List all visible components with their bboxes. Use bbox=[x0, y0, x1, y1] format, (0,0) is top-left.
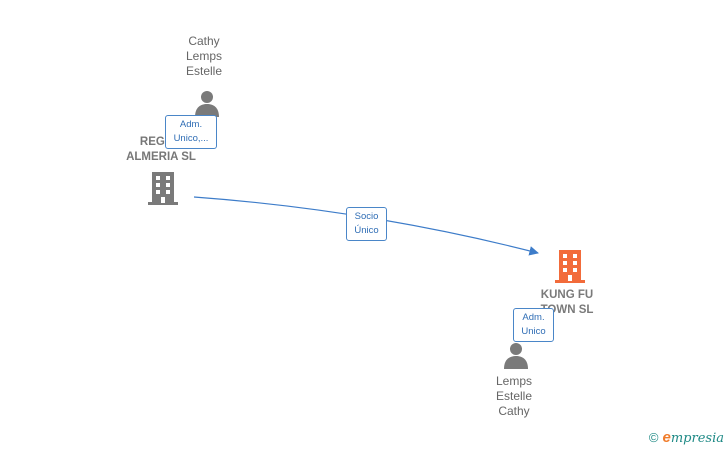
person-label-top: Cathy Lemps Estelle bbox=[185, 34, 223, 78]
person-icon[interactable] bbox=[193, 89, 221, 117]
edge-label-top-admin[interactable]: Adm. Unico,... bbox=[165, 115, 217, 149]
logo-initial: e bbox=[662, 429, 671, 446]
empresia-logo: © empresia bbox=[649, 429, 724, 446]
copyright-icon: © bbox=[648, 430, 659, 445]
edge-label-bottom-admin[interactable]: Adm. Unico bbox=[513, 308, 554, 342]
person-label-bottom: Lemps Estelle Cathy bbox=[495, 374, 533, 418]
person-icon[interactable] bbox=[502, 341, 530, 369]
logo-text: mpresia bbox=[670, 431, 724, 446]
edge-label-socio-unico[interactable]: Socio Único bbox=[346, 207, 387, 241]
building-icon[interactable] bbox=[146, 170, 180, 206]
building-icon-highlighted[interactable] bbox=[553, 248, 587, 284]
